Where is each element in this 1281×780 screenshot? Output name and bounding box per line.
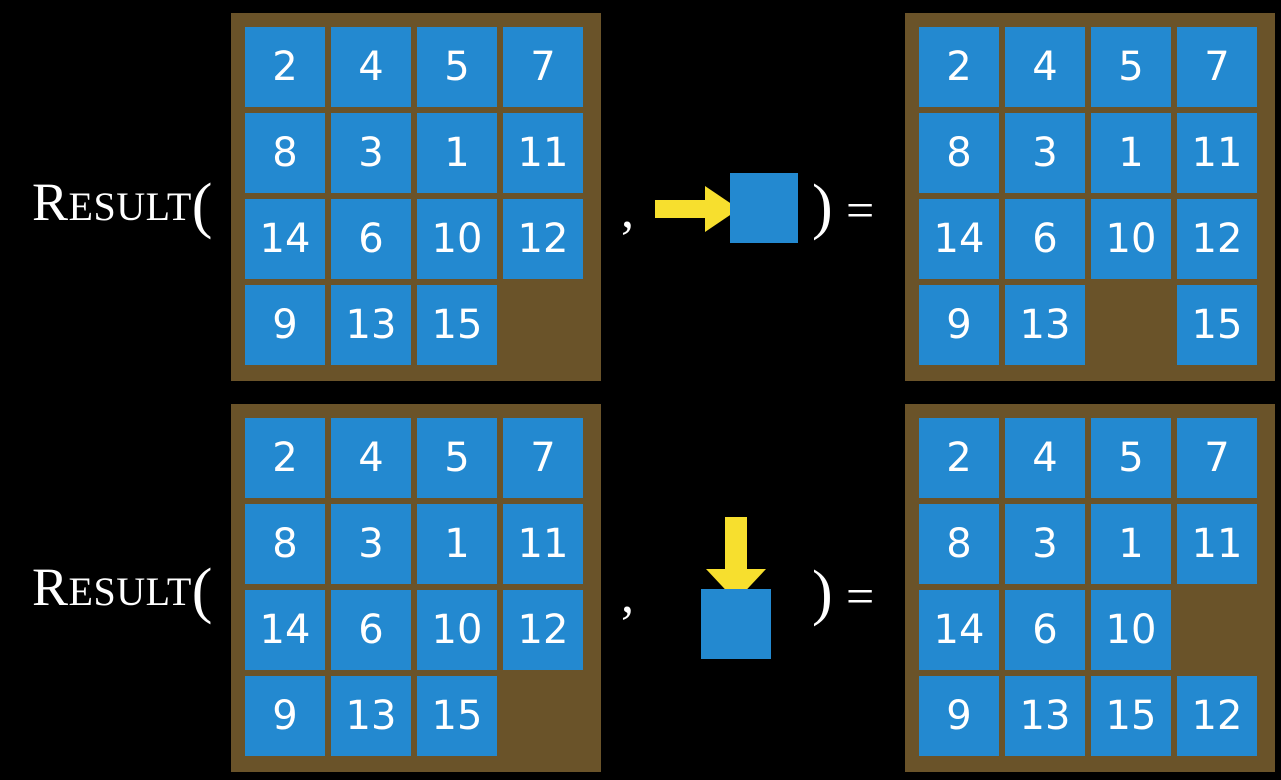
tile[interactable]: 9 xyxy=(919,676,999,756)
result-label-row2: RESULT( xyxy=(32,560,213,622)
tile[interactable]: 7 xyxy=(1177,418,1257,498)
tile[interactable]: 13 xyxy=(1005,676,1085,756)
board-grid: 2 4 5 7 8 3 1 11 14 6 10 12 9 13 15 xyxy=(245,418,587,756)
separator-comma-row2: , xyxy=(621,567,634,624)
board-grid: 2 4 5 7 8 3 1 11 14 6 10 12 9 13 15 xyxy=(919,27,1261,365)
tile[interactable]: 2 xyxy=(919,418,999,498)
tile[interactable]: 9 xyxy=(919,285,999,365)
tile[interactable]: 3 xyxy=(1005,113,1085,193)
tile[interactable]: 11 xyxy=(503,113,583,193)
tile[interactable]: 12 xyxy=(1177,676,1257,756)
close-paren-row2: ) xyxy=(812,559,833,627)
tile[interactable]: 4 xyxy=(1005,27,1085,107)
input-board-row2: 2 4 5 7 8 3 1 11 14 6 10 12 9 13 15 xyxy=(231,404,601,772)
tile[interactable]: 5 xyxy=(417,27,497,107)
empty-slot[interactable] xyxy=(1177,590,1257,670)
tile[interactable]: 1 xyxy=(1091,113,1171,193)
tile[interactable]: 1 xyxy=(417,504,497,584)
tile[interactable]: 11 xyxy=(1177,113,1257,193)
result-rest: ESULT xyxy=(68,184,192,229)
tile[interactable]: 7 xyxy=(503,418,583,498)
tile[interactable]: 12 xyxy=(1177,199,1257,279)
tile[interactable]: 2 xyxy=(245,27,325,107)
tile[interactable]: 6 xyxy=(1005,199,1085,279)
tile[interactable]: 6 xyxy=(331,590,411,670)
separator-comma-row1: , xyxy=(621,182,634,239)
tile[interactable]: 8 xyxy=(245,113,325,193)
tile[interactable]: 15 xyxy=(1177,285,1257,365)
input-board-row1: 2 4 5 7 8 3 1 11 14 6 10 12 9 13 15 xyxy=(231,13,601,381)
tile[interactable]: 2 xyxy=(245,418,325,498)
tile[interactable]: 10 xyxy=(1091,199,1171,279)
tile[interactable]: 15 xyxy=(1091,676,1171,756)
empty-slot[interactable] xyxy=(1091,285,1171,365)
tile[interactable]: 12 xyxy=(503,199,583,279)
tile[interactable]: 13 xyxy=(331,285,411,365)
arrow-down-icon xyxy=(706,517,766,601)
result-initial: R xyxy=(32,557,69,617)
arrow-right-icon xyxy=(655,186,739,232)
tile[interactable]: 10 xyxy=(1091,590,1171,670)
tile[interactable]: 12 xyxy=(503,590,583,670)
board-grid: 2 4 5 7 8 3 1 11 14 6 10 9 13 15 12 xyxy=(919,418,1261,756)
tile[interactable]: 9 xyxy=(245,285,325,365)
tile[interactable]: 1 xyxy=(1091,504,1171,584)
result-initial: R xyxy=(32,172,69,232)
tile[interactable]: 15 xyxy=(417,676,497,756)
tile[interactable]: 8 xyxy=(245,504,325,584)
tile[interactable]: 6 xyxy=(331,199,411,279)
result-open-paren: ( xyxy=(191,557,213,625)
operator-tile-row1[interactable] xyxy=(730,173,798,243)
tile[interactable]: 7 xyxy=(1177,27,1257,107)
output-board-row1: 2 4 5 7 8 3 1 11 14 6 10 12 9 13 15 xyxy=(905,13,1275,381)
tile[interactable]: 7 xyxy=(503,27,583,107)
equals-sign-row1: = xyxy=(846,182,875,238)
tile[interactable]: 6 xyxy=(1005,590,1085,670)
tile[interactable]: 5 xyxy=(1091,27,1171,107)
board-grid: 2 4 5 7 8 3 1 11 14 6 10 12 9 13 15 xyxy=(245,27,587,365)
tile[interactable]: 10 xyxy=(417,199,497,279)
tile[interactable]: 4 xyxy=(331,27,411,107)
close-paren-row1: ) xyxy=(812,173,833,241)
tile[interactable]: 9 xyxy=(245,676,325,756)
tile[interactable]: 5 xyxy=(1091,418,1171,498)
tile[interactable]: 3 xyxy=(1005,504,1085,584)
tile[interactable]: 13 xyxy=(1005,285,1085,365)
output-board-row2: 2 4 5 7 8 3 1 11 14 6 10 9 13 15 12 xyxy=(905,404,1275,772)
result-label-row1: RESULT( xyxy=(32,175,213,237)
tile[interactable]: 13 xyxy=(331,676,411,756)
tile[interactable]: 4 xyxy=(1005,418,1085,498)
operator-tile-row2[interactable] xyxy=(701,589,771,659)
tile[interactable]: 14 xyxy=(245,199,325,279)
empty-slot[interactable] xyxy=(503,285,583,365)
tile[interactable]: 14 xyxy=(919,199,999,279)
tile[interactable]: 1 xyxy=(417,113,497,193)
equals-sign-row2: = xyxy=(846,568,875,624)
tile[interactable]: 15 xyxy=(417,285,497,365)
tile[interactable]: 14 xyxy=(919,590,999,670)
tile[interactable]: 14 xyxy=(245,590,325,670)
tile[interactable]: 2 xyxy=(919,27,999,107)
tile[interactable]: 3 xyxy=(331,113,411,193)
tile[interactable]: 8 xyxy=(919,504,999,584)
tile[interactable]: 4 xyxy=(331,418,411,498)
tile[interactable]: 3 xyxy=(331,504,411,584)
tile[interactable]: 10 xyxy=(417,590,497,670)
tile[interactable]: 11 xyxy=(1177,504,1257,584)
empty-slot[interactable] xyxy=(503,676,583,756)
result-rest: ESULT xyxy=(68,569,192,614)
tile[interactable]: 8 xyxy=(919,113,999,193)
result-open-paren: ( xyxy=(191,172,213,240)
tile[interactable]: 5 xyxy=(417,418,497,498)
tile[interactable]: 11 xyxy=(503,504,583,584)
